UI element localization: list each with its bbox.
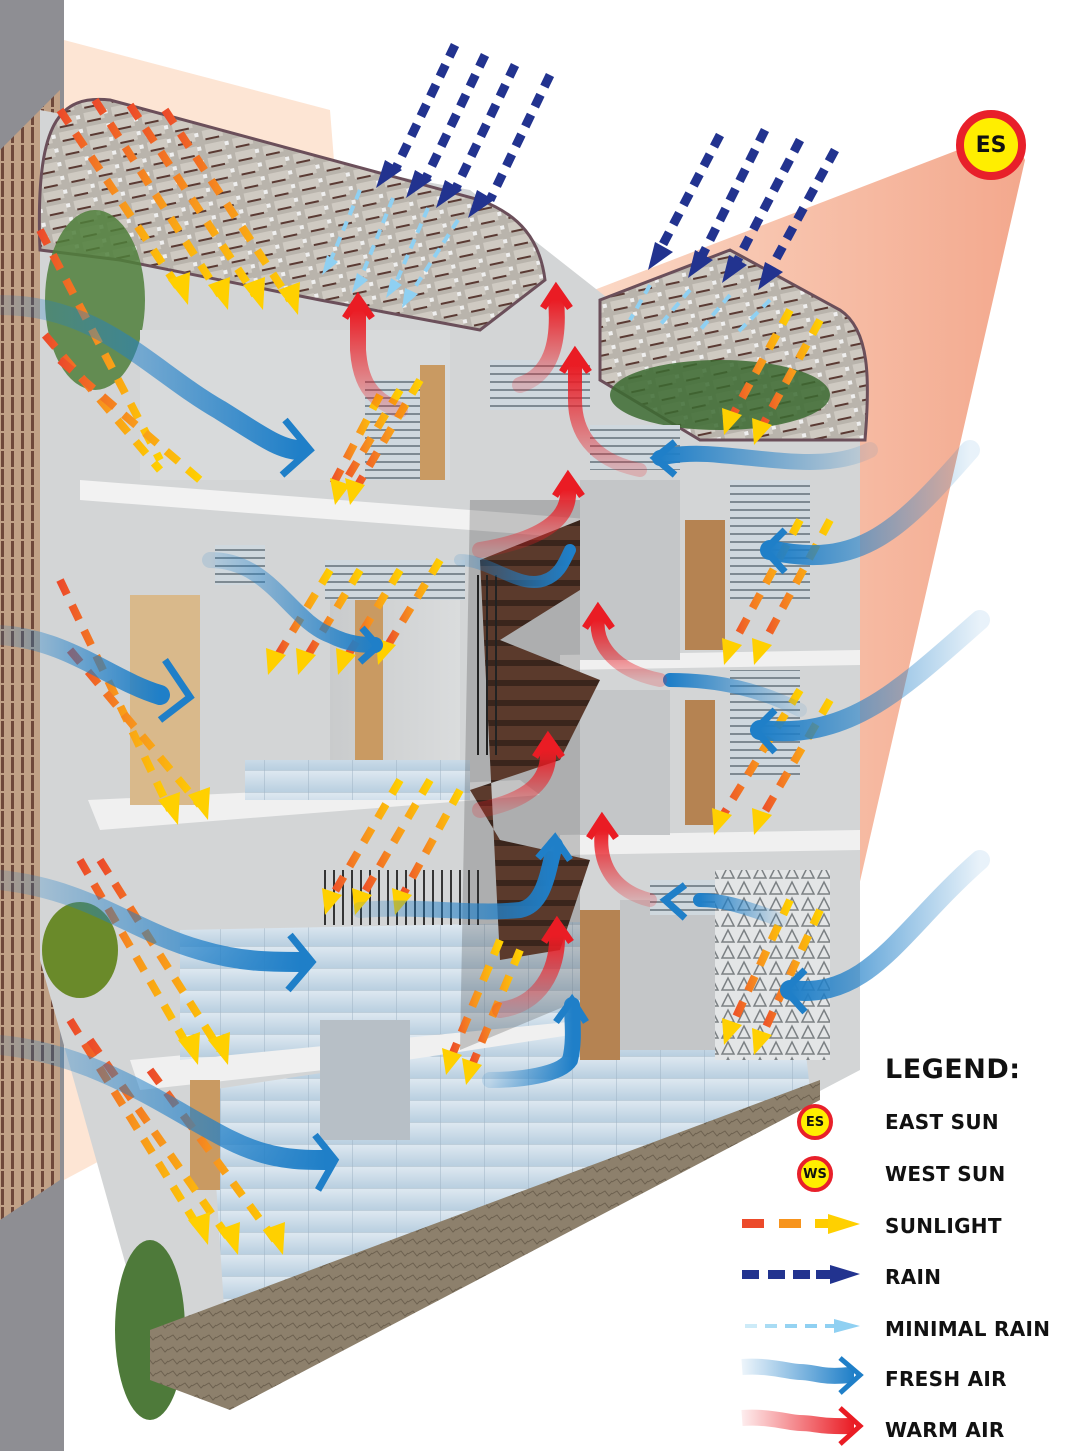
floor-level-2	[245, 760, 470, 800]
east-sun-marker: ES	[956, 110, 1026, 180]
fresh-air-arrowheads	[157, 417, 808, 1192]
minimal-rain-arrow-icon	[775, 1309, 875, 1349]
west-sun-icon: WS	[797, 1156, 833, 1192]
legend-symbols	[741, 1214, 864, 1446]
plant	[610, 360, 830, 430]
timber-door	[420, 365, 445, 480]
legend-sunlight-symbol	[742, 1214, 860, 1234]
legend-rain-symbol	[742, 1265, 860, 1284]
legend-label: WARM AIR	[885, 1418, 1005, 1442]
sunlight-arrowheads	[158, 272, 772, 1255]
stair-railing	[470, 575, 500, 755]
legend-item-rain: RAIN	[775, 1257, 1073, 1297]
legend-label: FRESH AIR	[885, 1367, 1007, 1391]
legend-fresh-air-symbol	[741, 1356, 864, 1395]
warm-air-arrow-icon	[775, 1410, 875, 1450]
east-sun-icon: ES	[797, 1104, 833, 1140]
legend-label: RAIN	[885, 1265, 942, 1289]
legend-label: SUNLIGHT	[885, 1214, 1002, 1238]
legend-item-sunlight: SUNLIGHT	[775, 1206, 1073, 1246]
warm-air-arrows	[350, 292, 667, 1018]
timber-door	[580, 910, 620, 1060]
legend-item-fresh-air: FRESH AIR	[775, 1359, 1073, 1399]
staircase	[470, 520, 600, 960]
rain-arrow-icon	[775, 1257, 875, 1297]
wall	[580, 690, 670, 835]
legend-label: EAST SUN	[885, 1110, 999, 1134]
slab-right-lower	[560, 830, 860, 855]
east-sun-marker-label: ES	[975, 132, 1007, 158]
legend-item-warm-air: WARM AIR	[775, 1410, 1073, 1450]
wall	[620, 900, 715, 1050]
ground-soil	[150, 1080, 820, 1410]
rain-arrows	[390, 43, 839, 273]
timber-door	[685, 700, 715, 825]
wall	[320, 1020, 410, 1140]
rain-arrowheads	[376, 160, 783, 290]
fresh-air-arrow-icon	[775, 1359, 875, 1399]
fresh-air-arrows	[0, 295, 990, 1170]
legend-item-east-sun: ES EAST SUN	[775, 1102, 1073, 1142]
legend-label: MINIMAL RAIN	[885, 1317, 1051, 1341]
legend-label: WEST SUN	[885, 1162, 1006, 1186]
timber-door	[685, 520, 725, 650]
slab-level-3	[80, 480, 600, 540]
minimal-rain-arrows	[328, 189, 772, 337]
legend-title: LEGEND:	[885, 1054, 1021, 1085]
legend-item-west-sun: WS WEST SUN	[775, 1154, 1073, 1194]
legend-warm-air-symbol	[741, 1406, 864, 1446]
warm-air-arrowheads	[342, 281, 619, 945]
minimal-rain-arrowheads	[322, 255, 418, 308]
legend-minimal-rain-symbol	[745, 1319, 860, 1333]
sunlight-arrow-icon	[775, 1206, 875, 1246]
plant	[42, 902, 118, 998]
legend-item-minimal-rain: MINIMAL RAIN	[775, 1309, 1073, 1349]
